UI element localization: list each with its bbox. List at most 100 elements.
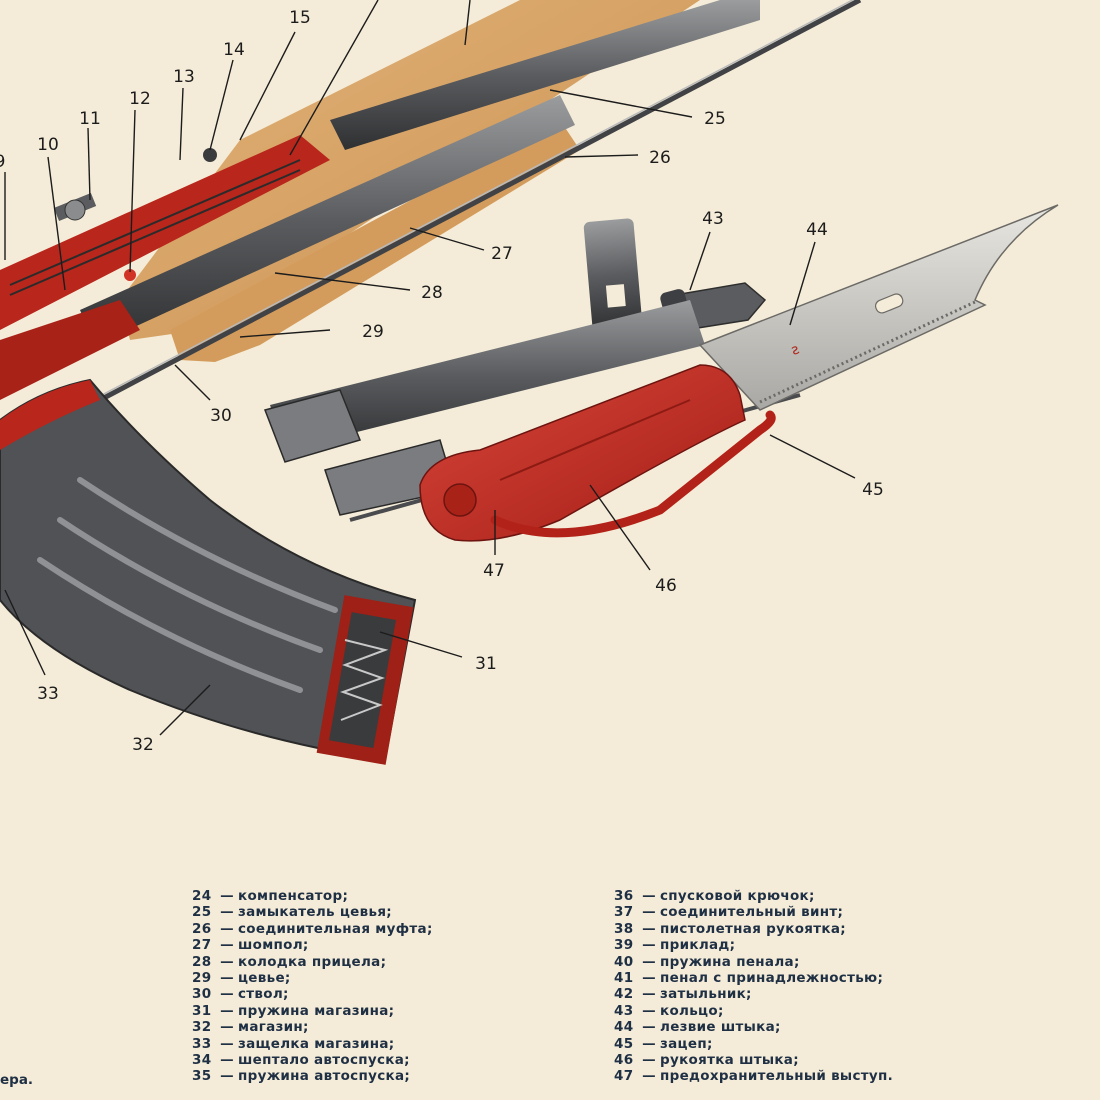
callout-11: 11: [79, 109, 101, 129]
legend-dash: —: [220, 1052, 234, 1069]
legend-number: 33: [192, 1035, 212, 1052]
leader-29: [239, 329, 331, 338]
legend-dash: —: [642, 1019, 656, 1036]
leader-lines: [4, 0, 856, 736]
callout-14: 14: [223, 40, 245, 60]
legend-number: 43: [614, 1002, 634, 1019]
legend-row: 28—колодка прицела;: [192, 954, 433, 970]
legend-dash: —: [642, 920, 656, 937]
leader-27: [409, 227, 485, 251]
legend-part-name: защелка магазина;: [238, 1035, 395, 1052]
leader-26: [564, 154, 639, 158]
callout-15: 15: [289, 8, 311, 28]
barrel: [80, 95, 575, 345]
leader-32: [159, 684, 211, 736]
leader-43: [689, 231, 711, 291]
gas-tube: [330, 0, 760, 150]
legend-row: 25—замыкатель цевья;: [192, 904, 433, 920]
legend-number: 38: [614, 920, 634, 937]
legend-row: 29—цевье;: [192, 970, 433, 986]
recoil-spring: [9, 159, 301, 296]
legend-dash: —: [642, 986, 656, 1003]
legend-row: 32—магазин;: [192, 1019, 433, 1035]
legend-row: 40 —пружина пенала;: [614, 954, 893, 970]
legend-dash: —: [220, 953, 234, 970]
legend-dash: —: [220, 1035, 234, 1052]
pin: [203, 148, 217, 162]
legend-part-name: зацеп;: [660, 1035, 713, 1052]
leader-13: [179, 87, 184, 161]
legend-part-name: компенсатор;: [238, 888, 349, 904]
legend-number: 34: [192, 1052, 212, 1069]
legend-row: 36—спусковой крючок;: [614, 888, 893, 904]
callout-32: 32: [132, 735, 154, 755]
legend-row: 42—затыльник;: [614, 986, 893, 1002]
legend-part-name: рукоятка штыка;: [660, 1052, 799, 1069]
legend-row: 41—пенал с принадлежностью;: [614, 970, 893, 986]
cleaning-rod: [98, 0, 862, 403]
legend-row: 37—соединительный винт;: [614, 904, 893, 920]
legend-part-name: пружина пенала;: [660, 953, 800, 970]
legend-dash: —: [220, 1068, 234, 1085]
legend-row: 45 —зацеп;: [614, 1036, 893, 1052]
legend-part-name: цевье;: [238, 970, 291, 987]
legend-row: 24—компенсатор;: [192, 888, 433, 904]
legend-row: 31—пружина магазина;: [192, 1003, 433, 1019]
legend-number: 37: [614, 904, 634, 921]
legend-number: 32: [192, 1019, 212, 1036]
legend-number: 31: [192, 1002, 212, 1019]
legend-dash: —: [642, 953, 656, 970]
leader-unlabeled-a: [289, 0, 379, 156]
legend-part-name: соединительная муфта;: [238, 920, 433, 937]
leader-unlabeled-b: [464, 0, 471, 46]
legend-number: 41: [614, 970, 634, 987]
magazine: [0, 378, 417, 762]
callout-28: 28: [421, 283, 443, 303]
legend-number: 28: [192, 953, 212, 970]
legend-part-name: приклад;: [660, 937, 736, 954]
legend-number: 36: [614, 888, 634, 904]
legend-number: 35: [192, 1068, 212, 1085]
leader-12: [129, 109, 136, 273]
legend-row: 38—пистолетная рукоятка;: [614, 921, 893, 937]
callout-10: 10: [37, 135, 59, 155]
receiver-red: [0, 135, 330, 330]
legend-number: 30: [192, 986, 212, 1003]
legend-number: 26: [192, 920, 212, 937]
callout-27: 27: [491, 244, 513, 264]
leader-46: [589, 484, 651, 571]
parts-legend-right: 36—спусковой крючок;37—соединительный ви…: [614, 888, 893, 1085]
legend-number: 40: [614, 953, 634, 970]
front-sight-post: [583, 218, 643, 332]
legend-row: 35—пружина автоспуска;: [192, 1068, 433, 1084]
legend-number: 47: [614, 1068, 634, 1085]
legend-row: 33 —защелка магазина;: [192, 1036, 433, 1052]
leader-25: [549, 89, 693, 118]
leader-44: [789, 241, 816, 326]
legend-dash: —: [642, 1035, 656, 1052]
callout-47: 47: [483, 561, 505, 581]
callout-43: 43: [702, 209, 724, 229]
bayonet-guard: [490, 410, 776, 538]
lower-handguard-wood: [170, 120, 580, 362]
legend-part-name: кольцо;: [660, 1002, 724, 1019]
legend-part-name: пружина магазина;: [238, 1002, 395, 1019]
legend-number: 46: [614, 1052, 634, 1069]
magazine-cut-red: [0, 380, 100, 450]
legend-number: 45: [614, 1035, 634, 1052]
legend-dash: —: [642, 970, 656, 987]
legend-row: 43—кольцо;: [614, 1003, 893, 1019]
legend-part-name: шептало автоспуска;: [238, 1052, 410, 1069]
magazine-spring: [340, 639, 389, 721]
bayonet-barrel: [270, 300, 705, 450]
legend-row: 39—приклад;: [614, 937, 893, 953]
legend-part-name: соединительный винт;: [660, 904, 844, 921]
callout-26: 26: [649, 148, 671, 168]
legend-part-name: предохранительный выступ.: [660, 1068, 894, 1085]
callout-30: 30: [210, 406, 232, 426]
handle-knob: [443, 483, 477, 517]
legend-part-name: шомпол;: [238, 937, 309, 954]
leader-33: [4, 589, 46, 676]
legend-row: 46—рукоятка штыка;: [614, 1052, 893, 1068]
